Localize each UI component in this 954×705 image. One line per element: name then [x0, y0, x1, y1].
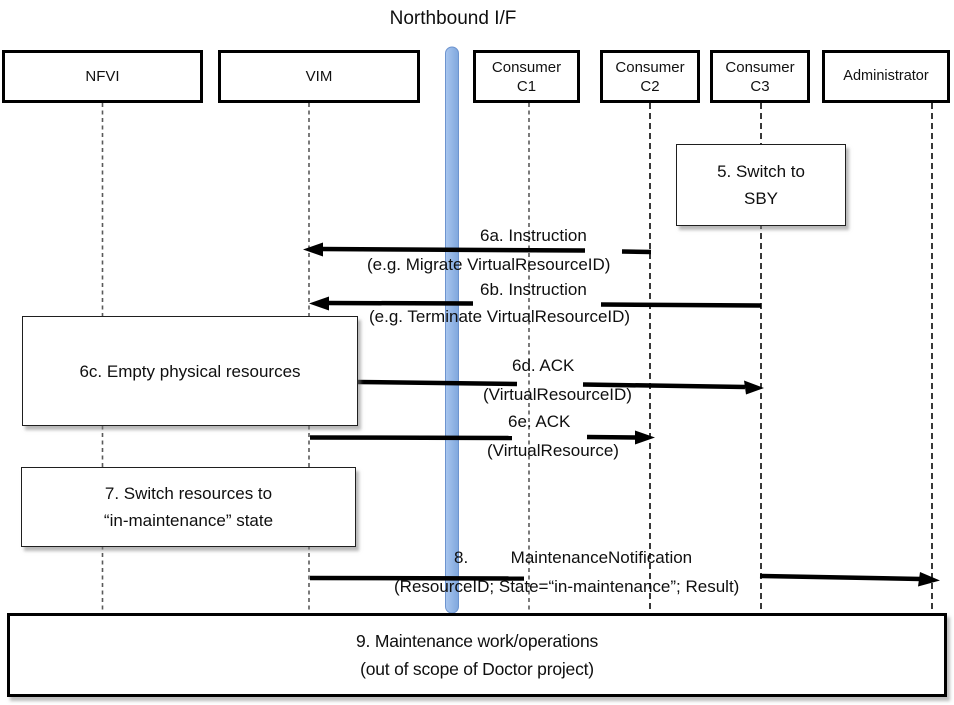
actor-c2-label-line2: C2	[640, 77, 660, 95]
arrow-6d-ack	[357, 379, 764, 395]
actor-c1-label-line1: Consumer	[491, 58, 562, 76]
message-6a-label: 6a. Instruction	[480, 226, 587, 245]
note-switch-to-sby-line1: 5. Switch to	[717, 162, 805, 181]
note-switch-maintenance-line2: “in-maintenance” state	[103, 511, 274, 530]
note-maintenance-work-line1: 9. Maintenance work/operations	[355, 631, 599, 651]
note-maintenance-work-line2: (out of scope of Doctor project)	[360, 659, 594, 679]
message-6d-label: 6d. ACK	[512, 356, 575, 375]
message-6e-label: 6e. ACK	[508, 412, 571, 431]
note-switch-to-sby-line2: SBY	[743, 189, 779, 208]
message-6b-detail: (e.g. Terminate VirtualResourceID)	[369, 307, 631, 326]
message-6a-detail: (e.g. Migrate VirtualResourceID)	[367, 255, 611, 274]
message-6d-detail: (VirtualResourceID)	[483, 385, 632, 404]
message-8-label: 8. MaintenanceNotification	[454, 548, 693, 567]
actor-c1-label-line2: C1	[516, 77, 537, 95]
northbound-if-bar	[445, 46, 459, 614]
message-6e-detail: (VirtualResource)	[487, 441, 619, 460]
actor-consumer-c3: Consumer C3	[710, 50, 810, 103]
actor-c2-label-line1: Consumer	[615, 58, 685, 76]
message-8-detail: (ResourceID; State=“in-maintenance”; Res…	[394, 577, 740, 596]
arrow-6b-instruction	[309, 296, 762, 311]
note-empty-physical-resources-line1: 6c. Empty physical resources	[79, 361, 301, 381]
actor-administrator: Administrator	[822, 50, 950, 103]
arrow-8-maintenance-notification	[309, 572, 940, 587]
diagram-title: Northbound I/F	[389, 8, 517, 29]
actor-vim-label: VIM	[305, 68, 333, 85]
note-empty-physical-resources: 6c. Empty physical resources	[22, 316, 358, 426]
actor-administrator-label: Administrator	[843, 68, 929, 84]
message-6b-label: 6b. Instruction	[480, 280, 587, 299]
note-maintenance-work: 9. Maintenance work/operations (out of s…	[7, 613, 947, 697]
actor-consumer-c2: Consumer C2	[600, 50, 700, 103]
actor-c3-label-line2: C3	[750, 77, 770, 95]
actor-consumer-c1: Consumer C1	[473, 50, 580, 103]
arrow-6a-instruction	[303, 242, 652, 257]
note-switch-to-sby: 5. Switch to SBY	[676, 144, 846, 226]
arrow-6e-ack	[309, 430, 655, 445]
actor-nfvi: NFVI	[2, 50, 203, 103]
note-switch-maintenance-line1: 7. Switch resources to	[104, 484, 273, 503]
actor-nfvi-label: NFVI	[85, 68, 120, 85]
actor-vim: VIM	[218, 50, 420, 103]
actor-c3-label-line1: Consumer	[725, 58, 795, 76]
note-switch-resources-in-maintenance: 7. Switch resources to “in-maintenance” …	[21, 467, 356, 547]
